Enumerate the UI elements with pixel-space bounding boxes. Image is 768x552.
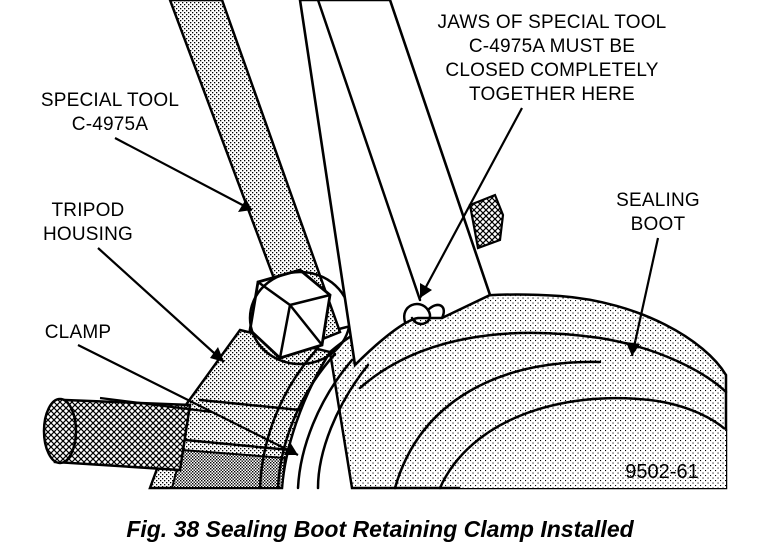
figure-reference-number: 9502-61 — [625, 461, 698, 483]
callout-special-tool-line2: C-4975A — [72, 114, 149, 135]
callout-sealing-boot-line2: BOOT — [631, 214, 686, 235]
leader-tripod-housing — [97, 247, 225, 363]
figure-caption: Fig. 38 Sealing Boot Retaining Clamp Ins… — [126, 516, 634, 542]
callout-jaws-line3: CLOSED COMPLETELY — [445, 60, 658, 81]
callout-sealing-boot: SEALING BOOT — [616, 190, 700, 235]
leader-clamp-secondary — [99, 396, 213, 414]
special-tool-drawing — [168, 0, 352, 366]
callout-tripod-housing: TRIPOD HOUSING — [43, 200, 133, 245]
callout-jaws-line2: C-4975A MUST BE — [469, 36, 635, 57]
callout-special-tool: SPECIAL TOOL C-4975A — [41, 90, 179, 135]
shaft-drawing — [42, 397, 192, 472]
callout-tripod-line1: TRIPOD — [52, 200, 125, 221]
leader-sealing-boot — [630, 237, 660, 357]
callout-sealing-boot-line1: SEALING — [616, 190, 700, 211]
callout-jaws-line4: TOGETHER HERE — [469, 84, 635, 105]
leader-clamp — [77, 344, 299, 456]
callout-special-tool-line1: SPECIAL TOOL — [41, 90, 179, 111]
callout-clamp-line1: CLAMP — [45, 322, 111, 343]
callout-clamp: CLAMP — [45, 322, 111, 343]
callout-tripod-line2: HOUSING — [43, 224, 133, 245]
leader-special-tool — [114, 137, 253, 211]
leader-jaws — [419, 107, 523, 299]
tool-jaw-plate-drawing — [298, 0, 505, 368]
callout-jaws-line1: JAWS OF SPECIAL TOOL — [438, 12, 667, 33]
leader-lines — [77, 107, 660, 456]
callout-jaws: JAWS OF SPECIAL TOOL C-4975A MUST BE CLO… — [438, 12, 667, 105]
